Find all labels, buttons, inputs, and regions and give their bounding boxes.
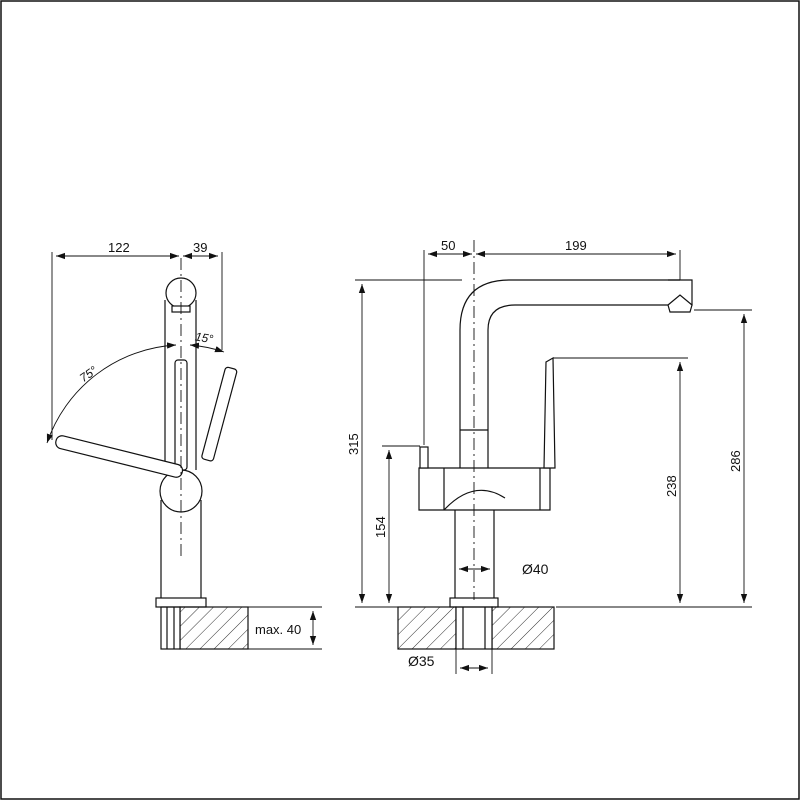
- side-swing-arc: [46, 342, 177, 444]
- front-outlet-height-dimension: [556, 309, 752, 608]
- side-view: [46, 252, 322, 650]
- front-total-height-dimension: [355, 279, 462, 608]
- side-handle-tilted: [201, 366, 238, 462]
- dim-spout-offset: 39: [193, 240, 207, 255]
- front-lower-body: [454, 498, 495, 598]
- front-spout-arm: [459, 279, 693, 331]
- front-view: [355, 240, 752, 674]
- dim-max-thickness: max. 40: [255, 622, 301, 637]
- side-thickness-dimension: [248, 606, 322, 650]
- side-handle-swung: [55, 435, 184, 478]
- dim-spout-height: 238: [664, 475, 679, 497]
- front-base-diameter-dimension: [455, 649, 493, 674]
- front-lever-height-dimension: [382, 445, 420, 603]
- front-left-lever: [419, 446, 429, 469]
- front-spout-riser: [459, 330, 489, 463]
- dim-base-diameter: Ø35: [408, 653, 435, 669]
- dim-lever-height: 154: [373, 516, 388, 538]
- dim-body-diameter: Ø40: [522, 561, 549, 577]
- side-base-flange: [155, 597, 207, 608]
- dim-swing-angle: 75°: [77, 363, 100, 385]
- dim-total-height: 315: [346, 433, 361, 455]
- dim-spout-reach: 199: [565, 238, 587, 253]
- dim-outlet-height: 286: [728, 450, 743, 472]
- side-tilt-arc: [189, 342, 225, 353]
- dim-tilt-angle: 15°: [194, 329, 214, 346]
- dim-handle-reach: 122: [108, 240, 130, 255]
- front-spout-height-dimension: [553, 357, 688, 603]
- side-countertop-section: [160, 606, 249, 650]
- front-right-lever: [543, 356, 556, 469]
- dim-handle-offset: 50: [441, 238, 455, 253]
- front-countertop-section: [397, 606, 555, 650]
- front-mixer-body: [418, 463, 551, 511]
- front-top-dimension: [423, 250, 681, 445]
